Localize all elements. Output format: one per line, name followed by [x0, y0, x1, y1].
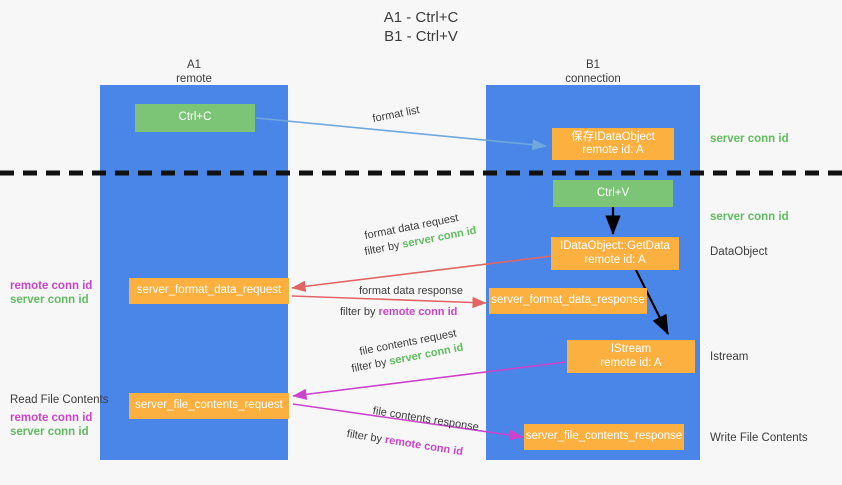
annotation-format-data-response: format data response [359, 285, 463, 297]
annotation-file-contents-response: file contents response [371, 404, 480, 434]
label-read-file-contents: Read File Contents [10, 394, 109, 406]
title-line-2: B1 - Ctrl+V [384, 28, 458, 45]
box-ctrl-c[interactable]: Ctrl+C [135, 104, 255, 132]
label-dataobject: DataObject [710, 246, 768, 258]
label-remote-conn-id-2: remote conn id [10, 412, 93, 424]
label-server-conn-id-left-1: server conn id [10, 294, 89, 306]
box-server-file-contents-request-label: server_file_contents_request [135, 399, 283, 412]
box-getdata-line1: IDataObject::GetData [560, 240, 670, 252]
page-title: A1 - Ctrl+C B1 - Ctrl+V [0, 8, 842, 46]
filter-key-remote-conn-id-2: remote conn id [384, 434, 464, 459]
box-istream-line1: IStream [610, 343, 652, 355]
lane-a1-sub: remote [176, 73, 212, 85]
box-server-format-data-request-label: server_format_data_request [136, 284, 282, 297]
annotation-filter-by-remote-conn-id-1: filter by remote conn id [340, 305, 457, 319]
label-istream: Istream [710, 351, 749, 363]
label-write-file-contents: Write File Contents [710, 432, 808, 444]
filter-by-text-4: filter by [345, 427, 386, 446]
box-save-idataobject-line2: remote id: A [582, 144, 644, 156]
lane-header-b1: B1 connection [486, 58, 700, 86]
filter-key-remote-conn-id-1: remote conn id [378, 306, 458, 318]
lane-b1-name: B1 [585, 59, 601, 71]
box-server-file-contents-response[interactable]: server_file_contents_response [524, 424, 684, 450]
title-line-1: A1 - Ctrl+C [383, 9, 459, 26]
box-istream[interactable]: IStream remote id: A [567, 340, 695, 373]
box-server-format-data-response[interactable]: server_format_data_response [489, 288, 647, 314]
box-istream-line2: remote id: A [600, 356, 662, 369]
box-getdata[interactable]: IDataObject::GetData remote id: A [551, 237, 679, 270]
filter-by-text-2: filter by [340, 306, 379, 318]
label-remote-conn-id-1: remote conn id [10, 280, 93, 292]
lane-a1-name: A1 [186, 59, 202, 71]
label-server-conn-id-top: server conn id [710, 133, 789, 145]
box-save-idataobject[interactable]: 保存IDataObject remote id: A [552, 128, 674, 160]
filter-by-text-3: filter by [350, 355, 391, 376]
lane-header-a1: A1 remote [100, 58, 288, 86]
label-server-conn-id-mid: server conn id [710, 211, 789, 223]
box-ctrl-v[interactable]: Ctrl+V [553, 180, 673, 207]
box-server-format-data-response-label: server_format_data_response [491, 294, 645, 307]
box-ctrl-c-line1: Ctrl+C [178, 111, 212, 124]
lane-b1-sub: connection [565, 73, 621, 85]
label-server-conn-id-left-2: server conn id [10, 426, 89, 438]
annotation-format-list: format list [371, 104, 421, 126]
box-ctrl-v-line1: Ctrl+V [596, 186, 630, 199]
box-server-format-data-request[interactable]: server_format_data_request [129, 278, 289, 304]
annotation-filter-by-remote-conn-id-2: filter by remote conn id [346, 427, 464, 459]
box-getdata-line2: remote id: A [584, 253, 646, 266]
box-save-idataobject-line1: 保存IDataObject [571, 130, 655, 143]
box-server-file-contents-response-label: server_file_contents_response [525, 430, 683, 443]
box-server-file-contents-request[interactable]: server_file_contents_request [129, 393, 289, 419]
